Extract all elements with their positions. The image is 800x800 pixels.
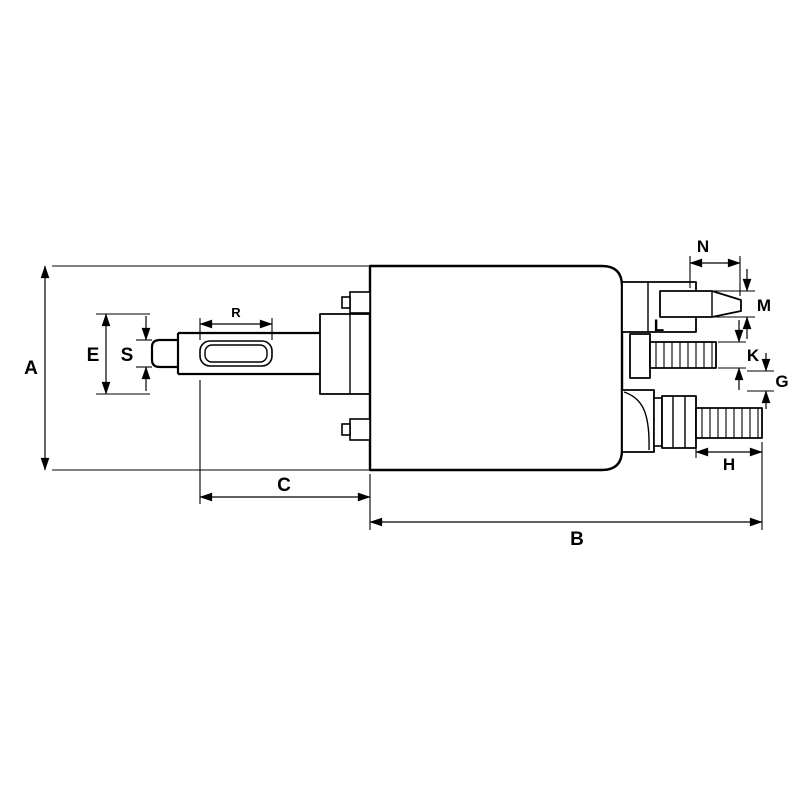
dim-K: K: [718, 320, 760, 390]
lower-washer: [653, 397, 663, 447]
dim-H: H: [695, 447, 763, 474]
dim-label-h: H: [723, 455, 735, 474]
dim-label-l: L: [654, 316, 664, 335]
solenoid-body: [319, 264, 624, 472]
dim-A: A: [24, 265, 370, 471]
dim-label-n: N: [697, 237, 709, 256]
dim-label-c: C: [277, 475, 291, 496]
plunger-shaft: [150, 331, 320, 376]
dim-label-m: M: [757, 296, 771, 315]
plunger-slot-inner: [204, 344, 268, 363]
dim-G: G: [747, 353, 789, 409]
tab-bottom: [349, 418, 371, 441]
tab-bottom-nub: [341, 423, 351, 436]
dim-label-r: R: [231, 305, 241, 320]
body-outline: [368, 264, 624, 472]
dim-N: N: [689, 237, 741, 296]
spade-terminal: [659, 290, 742, 318]
dim-C: C: [199, 380, 371, 530]
dim-B: B: [369, 442, 763, 550]
dim-label-e: E: [87, 345, 100, 366]
stud-h: [695, 407, 763, 439]
dim-label-a: A: [24, 358, 38, 379]
stud-k-flange: [629, 333, 651, 379]
mounting-collar: [319, 313, 371, 395]
lower-nut: [661, 395, 697, 449]
body-tabs: [341, 291, 371, 441]
dimensions: A E S R C: [24, 237, 788, 550]
stud-k-thread-hatching: [655, 342, 713, 368]
dim-M: M: [714, 269, 771, 339]
dim-label-g: G: [775, 372, 788, 391]
dim-E: E: [87, 313, 150, 395]
dim-R: R: [199, 305, 273, 340]
dim-label-b: B: [570, 529, 584, 550]
terminal-assembly: [621, 281, 763, 453]
stud-h-thread-hatching: [701, 408, 759, 438]
dim-S: S: [121, 316, 152, 391]
tab-top: [349, 291, 371, 314]
shaft-tip: [150, 338, 178, 369]
stud-k: [649, 341, 717, 369]
lower-bracket-gusset: [623, 391, 650, 451]
plunger-slot-outer: [199, 340, 273, 367]
dim-label-k: K: [747, 346, 760, 365]
dim-label-s: S: [121, 345, 134, 366]
tab-top-nub: [341, 296, 351, 309]
